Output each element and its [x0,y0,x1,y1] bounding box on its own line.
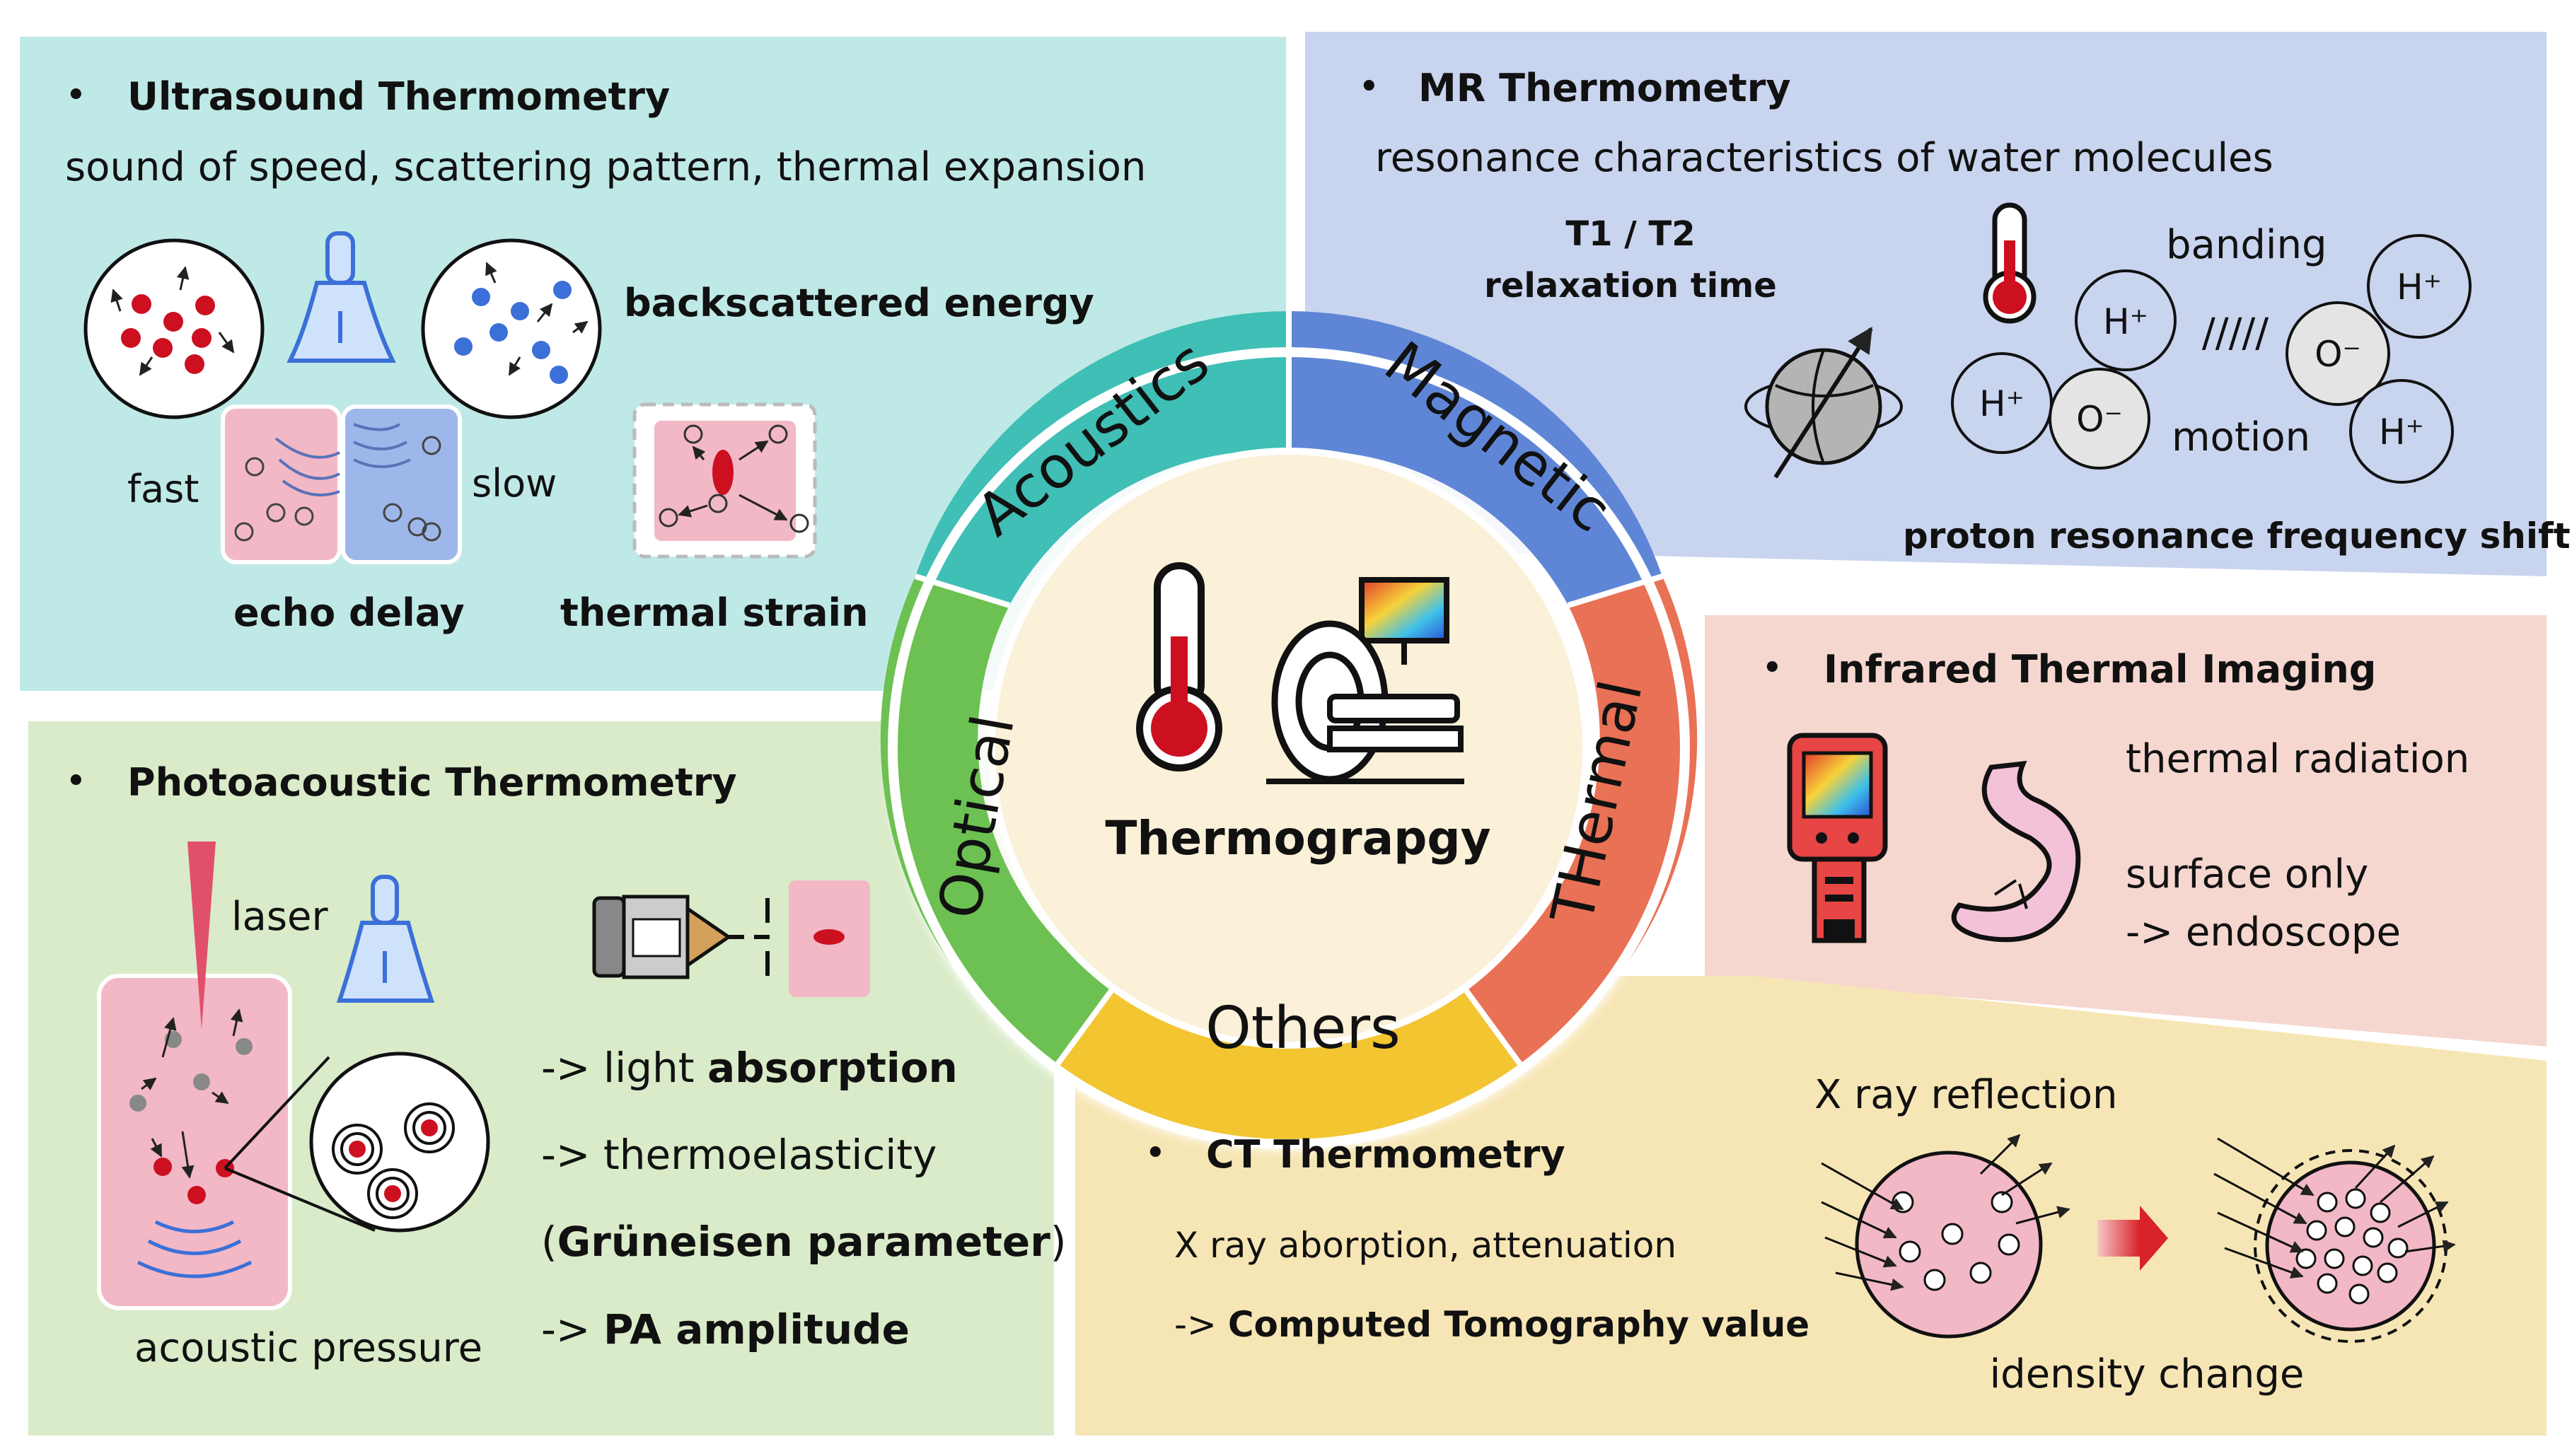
ct-value-line: -> Computed Tomography value [1174,1304,1809,1345]
pa-line-2: -> thermoelasticity [541,1131,937,1179]
svg-text:H⁺: H⁺ [1979,383,2024,424]
echo-delay-label: echo delay [233,590,465,635]
pa-probe-icon [336,875,435,1003]
photoacoustic-bullet: • [65,760,87,803]
svg-text:H⁺: H⁺ [2103,301,2148,342]
banding-label: banding [2166,222,2327,268]
fast-label: fast [127,467,199,511]
molecule-h-1: H⁺ [2075,269,2177,371]
spin-sphere-icon [1744,326,1903,479]
thermal-radiation-label: thermal radiation [2126,736,2469,782]
mr-subtitle: resonance characteristics of water molec… [1375,135,2273,181]
molecule-h-4: H⁺ [2349,379,2454,484]
endoscope-label: -> endoscope [2126,909,2401,955]
t1t2-label: T1 / T2 [1565,214,1695,254]
molecule-o-1: O⁻ [2049,368,2150,470]
infrared-title: Infrared Thermal Imaging [1824,647,2376,692]
ct-transition-arrow-body [2097,1220,2140,1257]
thermal-strain-icon [632,402,817,559]
svg-text:H⁺: H⁺ [2379,412,2424,453]
photoacoustic-content: • Photoacoustic Thermometry laser [65,760,1066,1371]
tissue-sample [97,841,292,1310]
laser-beam [187,841,216,1029]
prf-label: proton resonance frequency shift [1903,516,2571,557]
absorber-zoom-circle [309,1052,490,1233]
ultrasound-title: Ultrasound Thermometry [127,74,670,119]
mr-content: • MR Thermometry resonance characteristi… [1358,66,2571,557]
svg-text:O⁻: O⁻ [2076,399,2123,440]
ct-subtitle: X ray aborption, attenuation [1174,1225,1676,1266]
ct-title: CT Thermometry [1206,1132,1565,1177]
bond-dashes: ///// [2202,310,2269,356]
surface-only-label: surface only [2126,851,2368,897]
pa-line-4: -> PA amplitude [541,1305,910,1353]
ultrasound-content: • Ultrasound Thermometry sound of speed,… [65,74,1146,635]
mr-panel-bg [1305,32,2547,576]
segment-acoustics [915,311,1289,605]
ct-transition-arrow-head [2140,1206,2168,1271]
infrared-bullet: • [1761,647,1783,689]
molecule-h-2: H⁺ [1951,352,2053,454]
svg-text:O⁻: O⁻ [2315,334,2361,375]
thermometer-icon [1136,562,1222,771]
pa-line-3: (Grüneisen parameter) [541,1218,1066,1266]
xray-reflection-label: X ray reflection [1814,1072,2117,1118]
ultrasound-bullet: • [65,74,87,117]
fast-particles-circle [83,238,265,419]
mr-panel [1305,32,2547,576]
ct-bullet: • [1145,1132,1166,1175]
slow-label: slow [472,461,557,506]
laser-device-icon [592,880,870,997]
motion-label: motion [2172,414,2310,460]
segment-magnetic [1289,311,1662,605]
mr-thermometer-icon [1983,202,2037,324]
mri-scanner-icon [1266,577,1464,784]
photoacoustic-title: Photoacoustic Thermometry [127,760,737,805]
mr-title: MR Thermometry [1418,66,1791,110]
center-ring: Acoustics Magnetic THermal Others Optica… [880,311,1698,1151]
molecule-o-2: O⁻ [2286,301,2390,406]
ultrasound-subtitle: sound of speed, scattering pattern, ther… [65,144,1146,190]
mr-bullet: • [1358,66,1380,108]
segment-label-others: Others [1205,995,1401,1062]
segment-optical [880,576,1113,1067]
stomach-icon [1951,760,2081,943]
center-title: Thermograpgy [1105,811,1490,866]
pa-line-1: -> light absorption [541,1044,958,1092]
ct-content: • CT Thermometry X ray aborption, attenu… [1145,1072,2456,1397]
laser-label: laser [231,894,329,940]
acoustic-pressure-label: acoustic pressure [134,1325,482,1371]
ct-sphere-normal [1821,1134,2070,1339]
slow-particles-circle [421,238,602,419]
thermal-camera-icon [1787,733,1888,943]
thermal-strain-label: thermal strain [560,590,869,635]
ct-sphere-dense [2213,1137,2456,1343]
infrared-panel-bg [1705,615,2547,1047]
backscattered-label: backscattered energy [624,281,1094,325]
echo-tissue-blocks [221,404,462,564]
segment-thermal [1464,576,1698,1067]
density-change-label: idensity change [1990,1351,2305,1397]
molecule-h-3: H⁺ [2367,234,2472,339]
relaxation-label: relaxation time [1484,266,1777,305]
infrared-content: • Infrared Thermal Imaging thermal radia… [1761,647,2469,955]
ultrasound-probe-icon [286,231,396,363]
segment-others [1055,988,1522,1143]
svg-text:H⁺: H⁺ [2397,267,2442,308]
infrared-panel [1705,615,2547,1047]
